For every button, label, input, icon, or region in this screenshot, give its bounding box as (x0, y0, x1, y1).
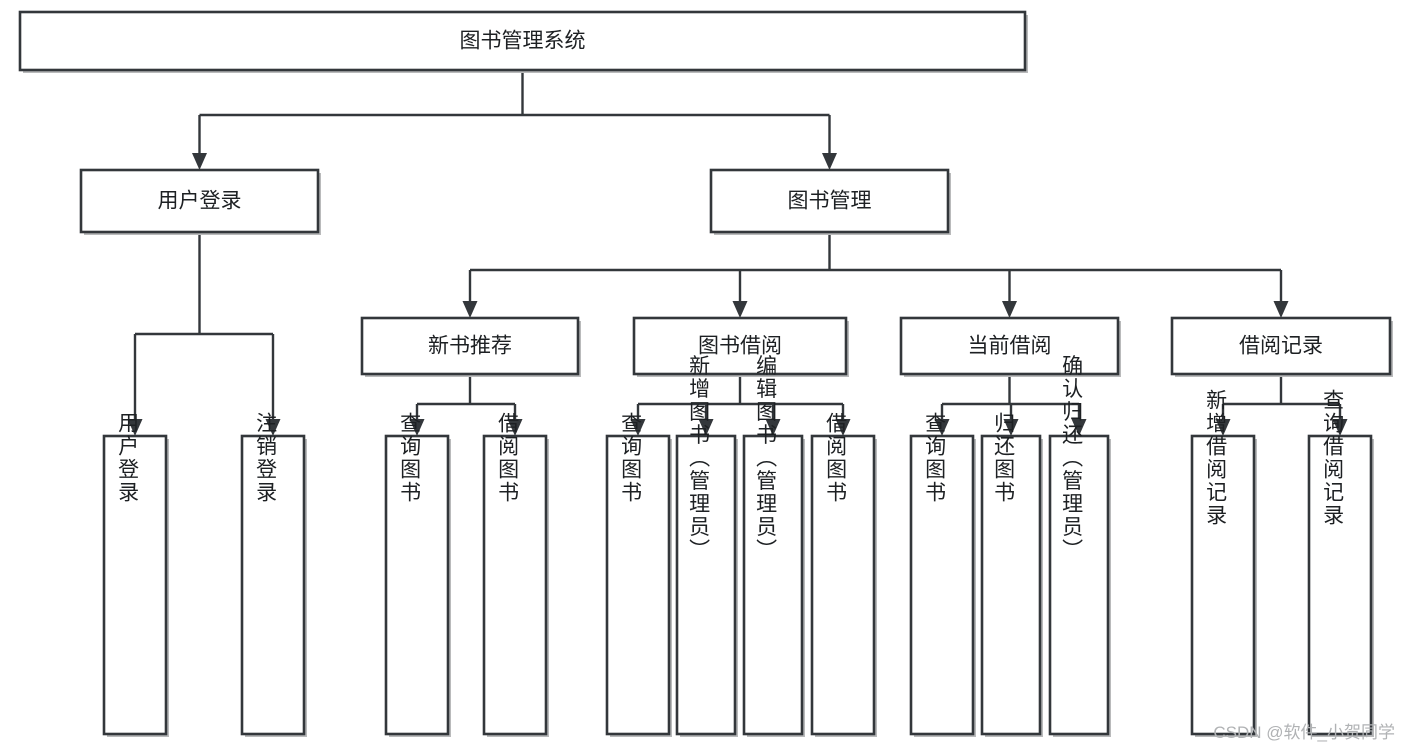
connector-借阅记录-to-查询借阅记录 (1332, 404, 1348, 436)
connector-图书借阅-to-借阅图书 (835, 404, 851, 436)
connector-用户登录-to-注销登录 (265, 334, 281, 436)
node-l3-8-查询图书[interactable]: 查询图书 (909, 412, 976, 737)
connector-新书推荐-to-查询图书 (409, 404, 425, 436)
node-l2-3-借阅记录[interactable]: 借阅记录 (1170, 316, 1393, 377)
node-label: 新书推荐 (428, 335, 512, 358)
node-l3-1-注销登录[interactable]: 注销登录 (240, 412, 307, 737)
node-label: 借阅记录 (1239, 335, 1323, 358)
connector-图书借阅-to-新增图书管理员 (698, 404, 714, 436)
connector-root-to-图书管理 (822, 115, 837, 170)
connector-图书借阅-to-查询图书 (630, 404, 646, 436)
connector-当前借阅-to-查询图书 (934, 404, 950, 436)
node-label: 图书借阅 (698, 335, 782, 358)
node-label: 查询图书 (923, 412, 947, 504)
node-label: 图书管理系统 (460, 30, 586, 53)
node-l3-6-编辑图书管理员[interactable]: 编辑图书（管理员） (742, 355, 805, 738)
connector-layer (127, 70, 1348, 436)
node-label: 查询借阅记录 (1321, 389, 1345, 527)
node-label: 图书管理 (788, 190, 872, 213)
node-l3-9-归还图书[interactable]: 归还图书 (980, 412, 1043, 737)
node-label: 编辑图书（管理员） (754, 355, 778, 562)
connector-books-to-当前借阅 (1002, 270, 1017, 318)
node-l3-7-借阅图书[interactable]: 借阅图书 (810, 412, 877, 737)
node-l2-1-图书借阅[interactable]: 图书借阅 (632, 316, 849, 377)
connector-当前借阅-to-确认归还管理员 (1071, 404, 1087, 436)
node-label: 查询图书 (398, 412, 422, 504)
connector-图书借阅-to-编辑图书管理员 (765, 404, 781, 436)
connector-新书推荐-to-借阅图书 (507, 404, 523, 436)
connector-root-to-用户登录 (192, 115, 207, 170)
node-l1-0-用户登录[interactable]: 用户登录 (79, 168, 321, 235)
node-l2-0-新书推荐[interactable]: 新书推荐 (360, 316, 581, 377)
node-l3-5-新增图书管理员[interactable]: 新增图书（管理员） (675, 355, 738, 738)
connector-books-to-新书推荐 (462, 270, 478, 318)
node-l3-0-用户登录[interactable]: 用户登录 (102, 412, 169, 737)
node-label: 用户登录 (158, 190, 242, 213)
node-l3-4-查询图书[interactable]: 查询图书 (605, 412, 672, 737)
node-l3-2-查询图书[interactable]: 查询图书 (384, 412, 451, 737)
node-label: 注销登录 (254, 412, 278, 504)
node-l3-10-确认归还管理员[interactable]: 确认归还（管理员） (1048, 355, 1111, 738)
node-root-0-图书管理系统[interactable]: 图书管理系统 (18, 10, 1028, 73)
node-l3-11-新增借阅记录[interactable]: 新增借阅记录 (1190, 389, 1257, 737)
node-layer: 图书管理系统用户登录图书管理新书推荐图书借阅当前借阅借阅记录用户登录注销登录查询… (18, 10, 1393, 738)
node-label: 新增图书（管理员） (687, 355, 711, 562)
node-label: 新增借阅记录 (1204, 389, 1228, 527)
node-l2-2-当前借阅[interactable]: 当前借阅 (899, 316, 1121, 377)
node-label: 归还图书 (992, 412, 1016, 504)
connector-books-to-借阅记录 (1273, 270, 1289, 318)
connector-借阅记录-to-新增借阅记录 (1215, 404, 1231, 436)
node-label: 借阅图书 (824, 412, 848, 504)
node-l3-3-借阅图书[interactable]: 借阅图书 (482, 412, 549, 737)
connector-当前借阅-to-归还图书 (1003, 404, 1019, 436)
node-label: 查询图书 (619, 412, 643, 504)
connector-用户登录-to-用户登录 (127, 334, 143, 436)
node-l1-1-图书管理[interactable]: 图书管理 (709, 168, 951, 235)
node-l3-12-查询借阅记录[interactable]: 查询借阅记录 (1307, 389, 1374, 737)
node-label: 确认归还（管理员） (1060, 355, 1084, 562)
connector-books-to-图书借阅 (732, 270, 748, 318)
node-label: 当前借阅 (968, 335, 1052, 358)
node-label: 借阅图书 (496, 412, 520, 504)
node-label: 用户登录 (116, 412, 140, 504)
